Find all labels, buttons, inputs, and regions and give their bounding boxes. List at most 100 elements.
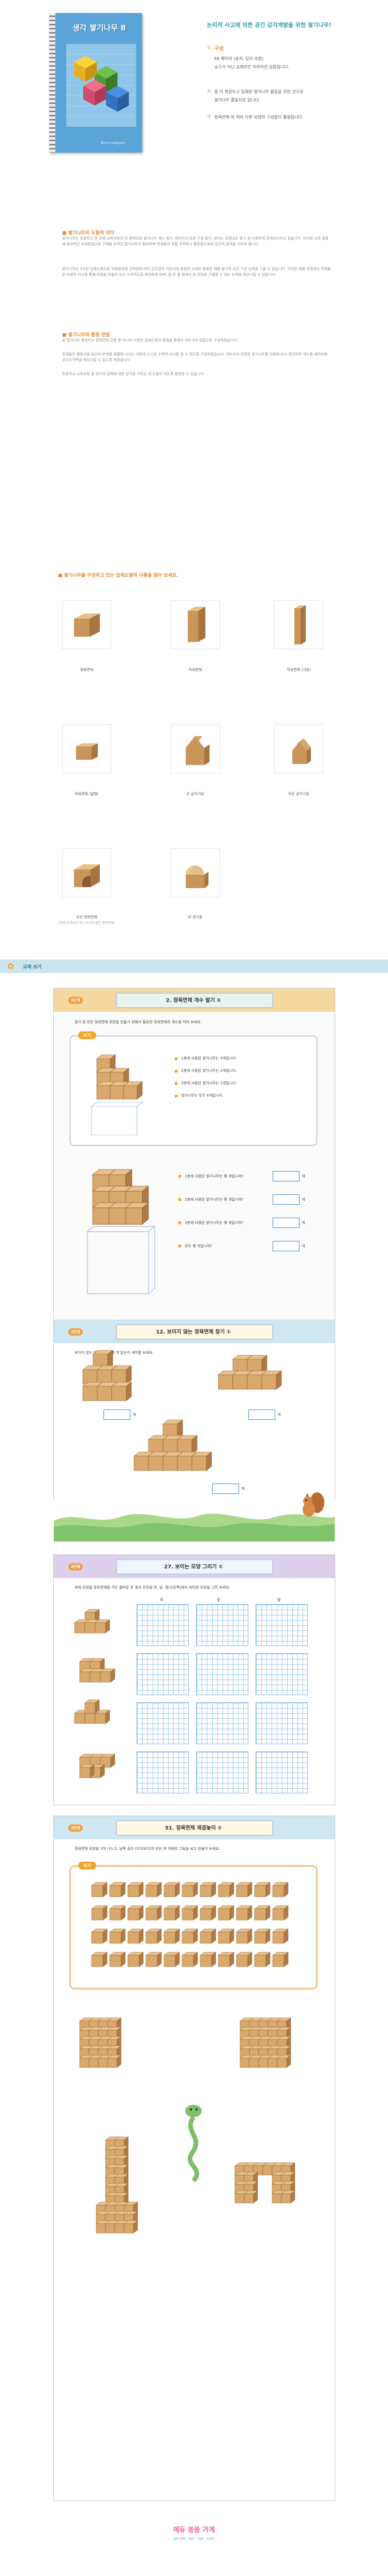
shape-card-cuboid	[171, 600, 220, 649]
page2-stacks	[82, 1350, 282, 1471]
section1-para1: 쌓기나무는 초등학교 전 주제 교육과정의 한 영역으로 쌓기나무 개수 셈기,…	[62, 236, 329, 246]
section1-bullet-icon: ■	[62, 231, 68, 236]
composition-heading: 구성	[214, 46, 224, 52]
section2-para3: 초등학교 교육과정 중 공간과 입체에 대한 감각을 기르는 데 도움이 되도록…	[62, 372, 205, 376]
draw-grid[interactable]	[256, 1702, 308, 1744]
page1-example-stack	[91, 1054, 143, 1135]
example-bullet-icon: ●	[174, 1068, 178, 1073]
shape-card-flat	[62, 724, 111, 773]
small-prism-shape-icon	[292, 738, 311, 764]
page4-header: 3단계 51. 정육면체 재겹놓이 ①	[54, 1816, 335, 1839]
answer-input[interactable]	[272, 1240, 300, 1251]
answer-input[interactable]	[272, 1217, 300, 1228]
section1-title: ■ 쌓기나무의 도형적 의미	[62, 227, 114, 236]
page3-col-label-top: 위	[160, 1598, 163, 1602]
question-bullet-icon: ●	[178, 1244, 182, 1248]
example-bullet-icon: ●	[174, 1093, 178, 1098]
page1-header-ribbon	[116, 993, 273, 1008]
section1-title-text: 쌓기나무의 도형적 의미	[68, 231, 114, 236]
section2-para1: 본 쌓기나무 활동지는 정육면체 모형 뿐 아니라 다양한 입체도형의 활용을 …	[62, 338, 238, 342]
draw-grid[interactable]	[196, 1653, 248, 1695]
shape-card-carved-cube	[62, 848, 111, 897]
example-item: ●1층에 사용된 쌓기나무는 3개입니다.	[174, 1056, 237, 1061]
composition-line1: 66 페이지 (표지, 답지 포함)	[214, 56, 264, 61]
draw-grid[interactable]	[137, 1653, 189, 1695]
cover-illustration	[64, 41, 139, 129]
carved-cube-shape-icon	[74, 864, 100, 887]
answer-input[interactable]	[272, 1171, 300, 1181]
cover-subtitle: Brand category	[101, 141, 125, 145]
draw-grid[interactable]	[256, 1604, 308, 1646]
example-item: ●3층에 사용된 쌓기나무는 1개입니다.	[174, 1081, 237, 1086]
composition-block: ① 구성 66 페이지 (표지, 답지 포함) 교구가 아닌 교재로만 이루어진…	[207, 44, 372, 70]
page1-example-box: 보기	[69, 1031, 318, 1146]
footer-logo: 에듀 쏭쏭 가게 A/S 전화 : 031 - 350 - 1474	[163, 2524, 225, 2541]
example-bullet-icon: ●	[174, 1081, 178, 1086]
preview-page-3: 3단계 27. 보이는 모양 그리기 ① 위에 모양을 정육면체를 각도 별버로…	[53, 1554, 335, 1805]
note2-number-icon: ③	[207, 114, 212, 119]
squirrel-icon	[303, 1492, 324, 1517]
page1-example-label: 보기	[78, 1031, 96, 1039]
page2-grass-decoration	[54, 1514, 335, 1541]
page2-unit-2: 개	[277, 1413, 281, 1417]
question-row: ● 모두 몇 개입니까? 개	[178, 1234, 323, 1257]
page4-grade-badge: 3단계	[68, 1824, 83, 1832]
question-row: ● 1층에 사용된 쌓기나무는 몇 개입니까? 개	[178, 1164, 323, 1188]
draw-grid[interactable]	[137, 1702, 189, 1744]
draw-grid[interactable]	[196, 1751, 248, 1793]
shape-card-half-cylinder	[171, 848, 220, 897]
page1-question-stack	[87, 1169, 155, 1294]
pillar-shape-icon	[294, 605, 306, 645]
page1-grade-badge: 3단계	[68, 997, 83, 1004]
note1-line2: 쌓기나무 활동지로 입니다.	[214, 98, 260, 102]
page1-title: 2. 정육면체 개수 알기 ①	[166, 998, 221, 1004]
section2-title: ■ 쌓기나무의 활용 방법	[62, 328, 110, 338]
shape-label-big-prism: 큰 삼각기둥	[186, 792, 204, 796]
page3-header: 3단계 27. 보이는 모양 그리기 ①	[54, 1555, 335, 1578]
question-bullet-icon: ●	[178, 1197, 182, 1202]
answer-input[interactable]	[272, 1194, 300, 1205]
section2-para2: 학생들이 활동지를 읽으며 문제를 해결해 나가는 가운데 스스로 수학적 사고…	[62, 352, 327, 362]
shape-card-cube	[62, 600, 111, 649]
page2-instruction: 보이지 않는 정육면체가 몇 개 있는지 세어봅 보세요.	[74, 1351, 154, 1355]
shape-card-small-prism	[274, 724, 323, 773]
page4-structures	[79, 2017, 295, 2234]
page3-col-label-front: 앞	[217, 1598, 220, 1602]
page3-shapes	[74, 1609, 115, 1778]
question-row: ● 3층에 사용된 쌓기나무는 몇 개입니까? 개	[178, 1211, 323, 1234]
banner-label: 교재 보기	[23, 965, 42, 970]
shape-label-flat: 직육면체 (얇형)	[74, 792, 99, 796]
page4-example-cubes	[91, 1882, 289, 1967]
page2-answer-1[interactable]	[103, 1410, 130, 1420]
draw-grid[interactable]	[196, 1604, 248, 1646]
page3-col-label-side: 옆	[277, 1598, 281, 1602]
shape-card-pillar	[274, 600, 323, 649]
snake-icon	[185, 2105, 202, 2182]
preview-page-4: 3단계 51. 정육면체 재겹놓이 ① 정육면체 모양을 3개 나누고, 남쪽 …	[53, 1816, 335, 2501]
page2-grade-badge: 3단계	[68, 1328, 83, 1336]
shape-label-carved-cube: 오신 정육면체	[76, 915, 97, 919]
preview-page-1: 3단계 2. 정육면체 개수 알기 ① 쌓기 된 모든 정육면체 모양을 만들기…	[53, 988, 335, 1500]
page4-example-box: 보기	[69, 1862, 318, 1989]
cube-shape-icon	[74, 613, 100, 637]
page1-header: 3단계 2. 정육면체 개수 알기 ①	[54, 989, 335, 1012]
shape-label-half-cylinder: 반 원기둥	[188, 915, 203, 919]
note2-text: 정육면체 외 여러 다른 모양의 구성들이 활용됩니다.	[214, 115, 304, 119]
draw-grid[interactable]	[256, 1751, 308, 1793]
footer-info: A/S 전화 : 031 - 350 - 1474	[173, 2537, 215, 2541]
banner-flower-icon: ✿	[7, 961, 14, 971]
shape-card-big-prism	[171, 724, 220, 773]
draw-grid[interactable]	[137, 1751, 189, 1793]
product-cover: 생각 쌓기나무 Ⅱ	[49, 13, 142, 153]
draw-grid[interactable]	[196, 1702, 248, 1744]
page2-answer-2[interactable]	[248, 1410, 275, 1420]
example-item: ●쌓기나무는 모두 6개입니다.	[174, 1093, 223, 1098]
page4-instruction: 정육면체 모양을 3개 나누고, 남쪽 출라 (오자요이)의 만든 후 아래의 …	[74, 1847, 220, 1851]
draw-grid[interactable]	[256, 1653, 308, 1695]
draw-grid[interactable]	[137, 1604, 189, 1646]
page2-title: 12. 보이지 않는 정육면체 찾기 ①	[156, 1329, 231, 1335]
flat-shape-icon	[76, 743, 98, 760]
page2-answer-3[interactable]	[212, 1484, 239, 1494]
shape-label-small-prism: 작은 삼각기둥	[288, 792, 309, 796]
